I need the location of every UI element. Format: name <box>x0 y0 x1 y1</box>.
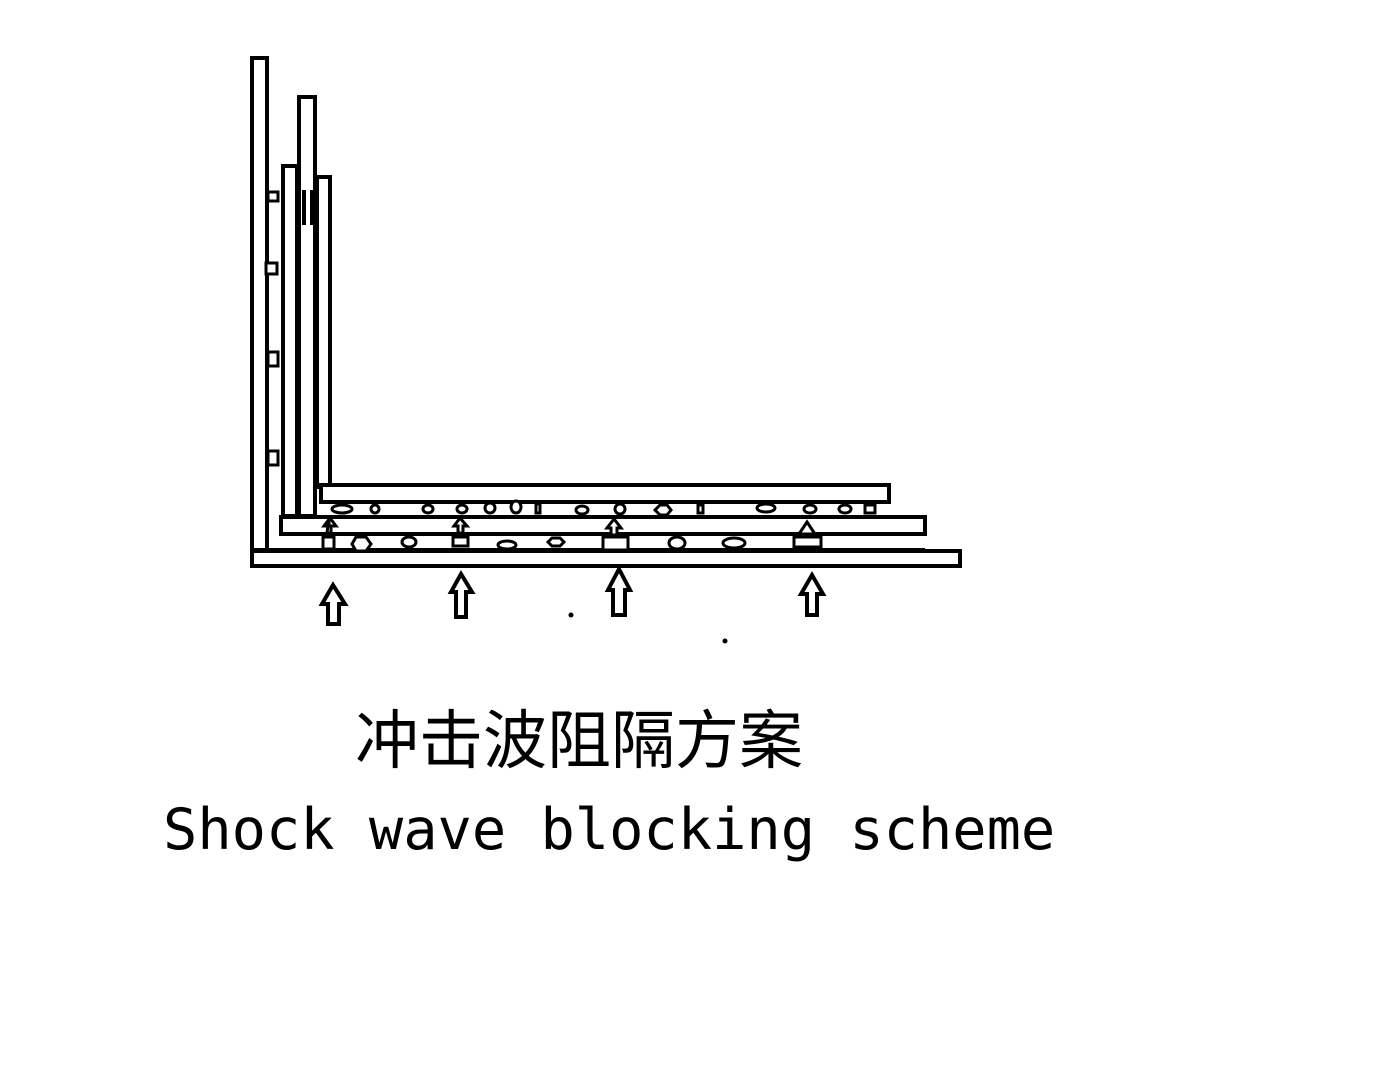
particle <box>837 503 853 515</box>
floor-layer-outer <box>250 549 962 568</box>
particle <box>601 535 630 552</box>
particle <box>652 503 673 517</box>
particle <box>451 535 470 548</box>
particle <box>863 503 877 515</box>
particle <box>696 503 705 515</box>
floor-layer-inner <box>319 483 891 504</box>
up-arrow-icon <box>318 581 349 626</box>
vertical-wall-tall-inner <box>297 95 317 518</box>
particle <box>509 499 523 515</box>
stray-dots <box>568 612 728 644</box>
wall-connector <box>266 449 280 467</box>
wall-connector <box>266 190 280 203</box>
up-arrow-icon <box>604 564 634 617</box>
wall-connectors <box>264 190 280 467</box>
particle <box>721 536 747 550</box>
particle <box>321 535 336 551</box>
particle <box>534 502 542 515</box>
particles-upper-gap <box>330 499 877 517</box>
particle <box>400 535 418 549</box>
small-arrow-icon <box>603 516 625 537</box>
floor-layer-middle <box>279 515 927 536</box>
small-arrow-icon <box>451 515 471 535</box>
particle <box>792 535 823 549</box>
particle <box>455 503 469 515</box>
particle <box>496 539 518 551</box>
horizontal-floor-layers <box>250 483 962 568</box>
particle <box>613 502 627 516</box>
particle <box>330 503 354 515</box>
particle <box>755 502 777 514</box>
wall-connector <box>266 350 280 368</box>
shock-wave-blocking-diagram <box>250 56 962 644</box>
small-arrow-icon <box>796 519 818 536</box>
particle <box>545 536 567 548</box>
up-arrow-icon <box>797 571 827 617</box>
small-arrow-icon <box>321 515 339 535</box>
dot <box>568 612 574 618</box>
particles-lower-gap <box>321 535 823 553</box>
particle <box>369 503 381 515</box>
particle <box>802 503 818 515</box>
particle <box>574 504 590 516</box>
particle <box>421 503 435 515</box>
particle <box>483 501 497 515</box>
shock-wave-arrows <box>318 564 827 626</box>
dot <box>722 638 728 644</box>
vertical-wall-outer <box>250 56 269 552</box>
title-chinese: 冲击波阻隔方案 <box>355 705 803 779</box>
vertical-wall-second <box>281 164 299 518</box>
particle <box>350 535 373 553</box>
particle <box>667 535 687 551</box>
internal-arrows <box>321 515 818 537</box>
vertical-wall-layers <box>250 56 332 552</box>
title-english: Shock wave blocking scheme <box>163 797 1056 863</box>
vertical-wall-innermost <box>315 175 332 489</box>
up-arrow-icon <box>447 570 476 619</box>
wall-connector <box>264 261 279 276</box>
